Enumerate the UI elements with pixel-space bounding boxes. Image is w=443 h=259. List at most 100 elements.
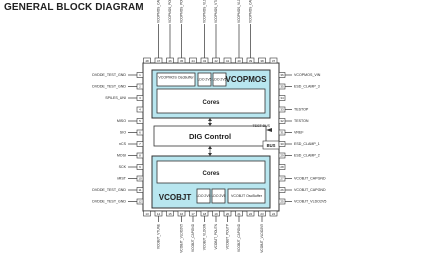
vcopmos-label: VCOPMOS — [226, 75, 268, 84]
pin-label: MISO — [117, 119, 126, 123]
pin-label: VCOBJT_VTUNE — [157, 224, 161, 249]
pin-label: VCOPMOS_VIN — [294, 73, 321, 77]
pin-box — [166, 210, 174, 217]
arrow-left-icon — [266, 128, 272, 132]
pin-number: 4 — [139, 108, 141, 112]
pin-number: 1 — [139, 73, 141, 77]
pin-number: 16 — [180, 212, 184, 216]
pin-number: 31 — [280, 131, 284, 135]
vcopmos-cores — [156, 88, 266, 114]
pin-label: MOSI — [117, 154, 126, 158]
pin-number: 20 — [226, 212, 230, 216]
vcobjt-ldo-1 — [196, 188, 211, 204]
vcopmos-oscbuffer — [156, 72, 196, 87]
pin-number: 33 — [280, 108, 284, 112]
pin-number: 5 — [139, 119, 141, 123]
pin-label: VCOBJT_CAPGND — [191, 223, 195, 252]
vcobjt-oscbuffer — [227, 188, 266, 204]
pin-number: 19 — [214, 212, 218, 216]
pin-number: 45 — [180, 59, 184, 63]
pin-label: VCOPMOS_CAPGND — [157, 0, 161, 23]
pin-number: 12 — [138, 200, 142, 204]
pin-number: 8 — [139, 154, 141, 158]
pin-label: VCOBJT_CAPGND — [294, 177, 326, 181]
pin-label: VCOBJT_CAPGND — [294, 188, 326, 192]
vcobjt-oscbuffer-label: VCOBJT OscBuffer — [231, 194, 263, 198]
pin-box — [223, 57, 232, 64]
pin-number: 13 — [145, 212, 149, 216]
pin-label: VREF — [294, 131, 304, 135]
pin-number: 17 — [191, 212, 195, 216]
vcopmos-oscbuffer-label: VCOPMOS OscBuffer — [158, 76, 194, 80]
pin-number: 42 — [214, 59, 218, 63]
arrow-up-icon — [208, 118, 212, 121]
pin-box — [258, 57, 266, 64]
bus-label: BUS — [267, 143, 276, 148]
pin-number: 9 — [139, 165, 141, 169]
pin-number: 41 — [226, 59, 230, 63]
pin-label: VCOBJT_POUTN — [214, 223, 218, 249]
pin-number: 38 — [260, 59, 264, 63]
vcobjt-cores — [156, 160, 266, 184]
pin-label: DVDDE_TEST_GND — [92, 200, 126, 204]
pin-number: 14 — [157, 212, 161, 216]
pin-label: SCK — [119, 165, 127, 169]
pin-label: VCOBJT_CAPGND — [237, 223, 241, 252]
pin-box — [136, 106, 144, 113]
pin-label: VCOBJT_VLDOIN — [203, 223, 207, 250]
pin-label: SPILES_UNI — [105, 96, 126, 100]
pin-number: 10 — [138, 177, 142, 181]
pin-number: 15 — [168, 212, 172, 216]
pin-label: VCOPMOS_CAPGND — [249, 0, 253, 23]
pin-label: nCS — [119, 142, 127, 146]
pin-number: 2 — [139, 85, 141, 89]
pin-box — [246, 210, 255, 217]
pin-number: 26 — [280, 188, 284, 192]
pin-number: 46 — [168, 59, 172, 63]
pin-number: 18 — [203, 212, 207, 216]
pin-box — [269, 57, 278, 64]
pin-label: VCOPMOS_POUTP — [168, 0, 172, 23]
vcopmos-ldo-2-label: LDO 2V5 — [213, 78, 227, 82]
pin-box — [278, 164, 286, 170]
vcobjt-label: VCOBJT — [159, 193, 192, 202]
pin-number: 23 — [260, 212, 264, 216]
pin-number: 25 — [280, 200, 284, 204]
pin-label: ESD_CLAMP_2 — [294, 154, 320, 158]
arrow-up-icon — [208, 146, 212, 149]
pin-label: DVDDE_TEST_GND — [92, 73, 126, 77]
pin-label: DVDDE_TEST_GND — [92, 85, 126, 89]
diagram-title: GENERAL BLOCK DIAGRAM — [4, 2, 144, 13]
pin-number: 48 — [145, 59, 149, 63]
vcobjt-ldo-2-label: LDO 2V5 — [212, 194, 226, 198]
pin-box — [189, 57, 197, 64]
vcopmos-ldo-1-label: LDO 2V5 — [198, 78, 212, 82]
vcobjt-ldo-2 — [211, 188, 226, 204]
pin-label: nRST — [117, 177, 127, 181]
pin-label: VCOBJT_POUTP — [226, 224, 230, 249]
pin-label: VCOPMOS_VTUNE — [214, 0, 218, 23]
pin-number: 37 — [272, 59, 276, 63]
pin-number: 7 — [139, 142, 141, 146]
pin-number: 6 — [139, 131, 141, 135]
pin-number: 36 — [280, 73, 284, 77]
pin-number: 44 — [191, 59, 195, 63]
vcopmos-ldo-1 — [197, 72, 212, 87]
vcopmos-cores-label: Cores — [202, 100, 220, 106]
pin-number: 35 — [280, 85, 284, 89]
pin-box — [143, 210, 151, 217]
pin-box — [269, 210, 278, 217]
pin-label: TESTON — [294, 119, 309, 123]
pin-label: ESD_CLAMP_1 — [294, 142, 320, 146]
pin-number: 11 — [138, 188, 141, 192]
pin-number: 34 — [280, 96, 284, 100]
vcobjt-cores-label: Cores — [202, 171, 220, 177]
pin-label: DVDDE_TEST_GND — [92, 188, 126, 192]
test-bus-label: TEST BUS — [252, 124, 270, 128]
pin-number: 32 — [280, 119, 284, 123]
pin-number: 28 — [280, 165, 284, 169]
pin-number: 47 — [157, 59, 161, 63]
